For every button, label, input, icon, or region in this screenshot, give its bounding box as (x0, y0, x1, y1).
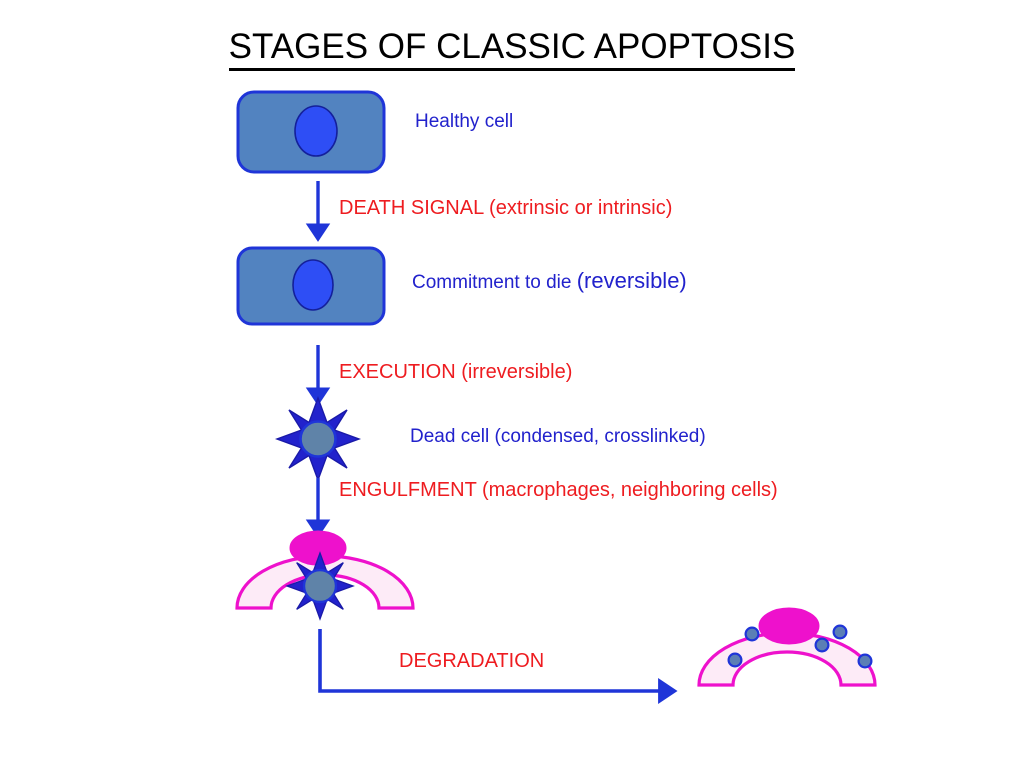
label-engulfment: ENGULFMENT (macrophages, neighboring cel… (339, 479, 778, 501)
label-dead-cell: Dead cell (condensed, crosslinked) (410, 426, 706, 447)
macrophage-nucleus-2 (758, 607, 820, 645)
healthy-cell-figure (236, 90, 386, 174)
macrophage-degraded-figure (697, 607, 877, 687)
fragment-dot (814, 637, 830, 653)
label-commitment-paren: (reversible) (576, 268, 687, 293)
committed-cell-nucleus (292, 259, 334, 311)
engulfed-dead-cell-core (302, 568, 338, 604)
label-healthy-cell: Healthy cell (415, 111, 514, 132)
fragment-dot (727, 652, 743, 668)
page-title-text: STAGES OF CLASSIC APOPTOSIS (228, 27, 796, 71)
label-execution: EXECUTION (irreversible) (339, 361, 573, 383)
healthy-cell-nucleus (294, 105, 338, 157)
label-degradation: DEGRADATION (399, 650, 545, 672)
degraded-fragments (727, 624, 873, 669)
fragment-dot (832, 624, 848, 640)
committed-cell-figure (236, 246, 386, 326)
arrow-degradation (318, 629, 678, 704)
dead-cell-figure (274, 395, 362, 483)
macrophage-engulfing-figure (235, 530, 415, 621)
page-title: STAGES OF CLASSIC APOPTOSIS (0, 26, 1024, 71)
fragment-dot (744, 626, 760, 642)
fragment-dot (857, 653, 873, 669)
dead-cell-core (299, 420, 337, 458)
label-death-signal: DEATH SIGNAL (extrinsic or intrinsic) (339, 197, 673, 219)
label-commitment-main: Commitment to die (412, 272, 577, 293)
label-commitment-to-die: Commitment to die (reversible) (412, 268, 687, 294)
